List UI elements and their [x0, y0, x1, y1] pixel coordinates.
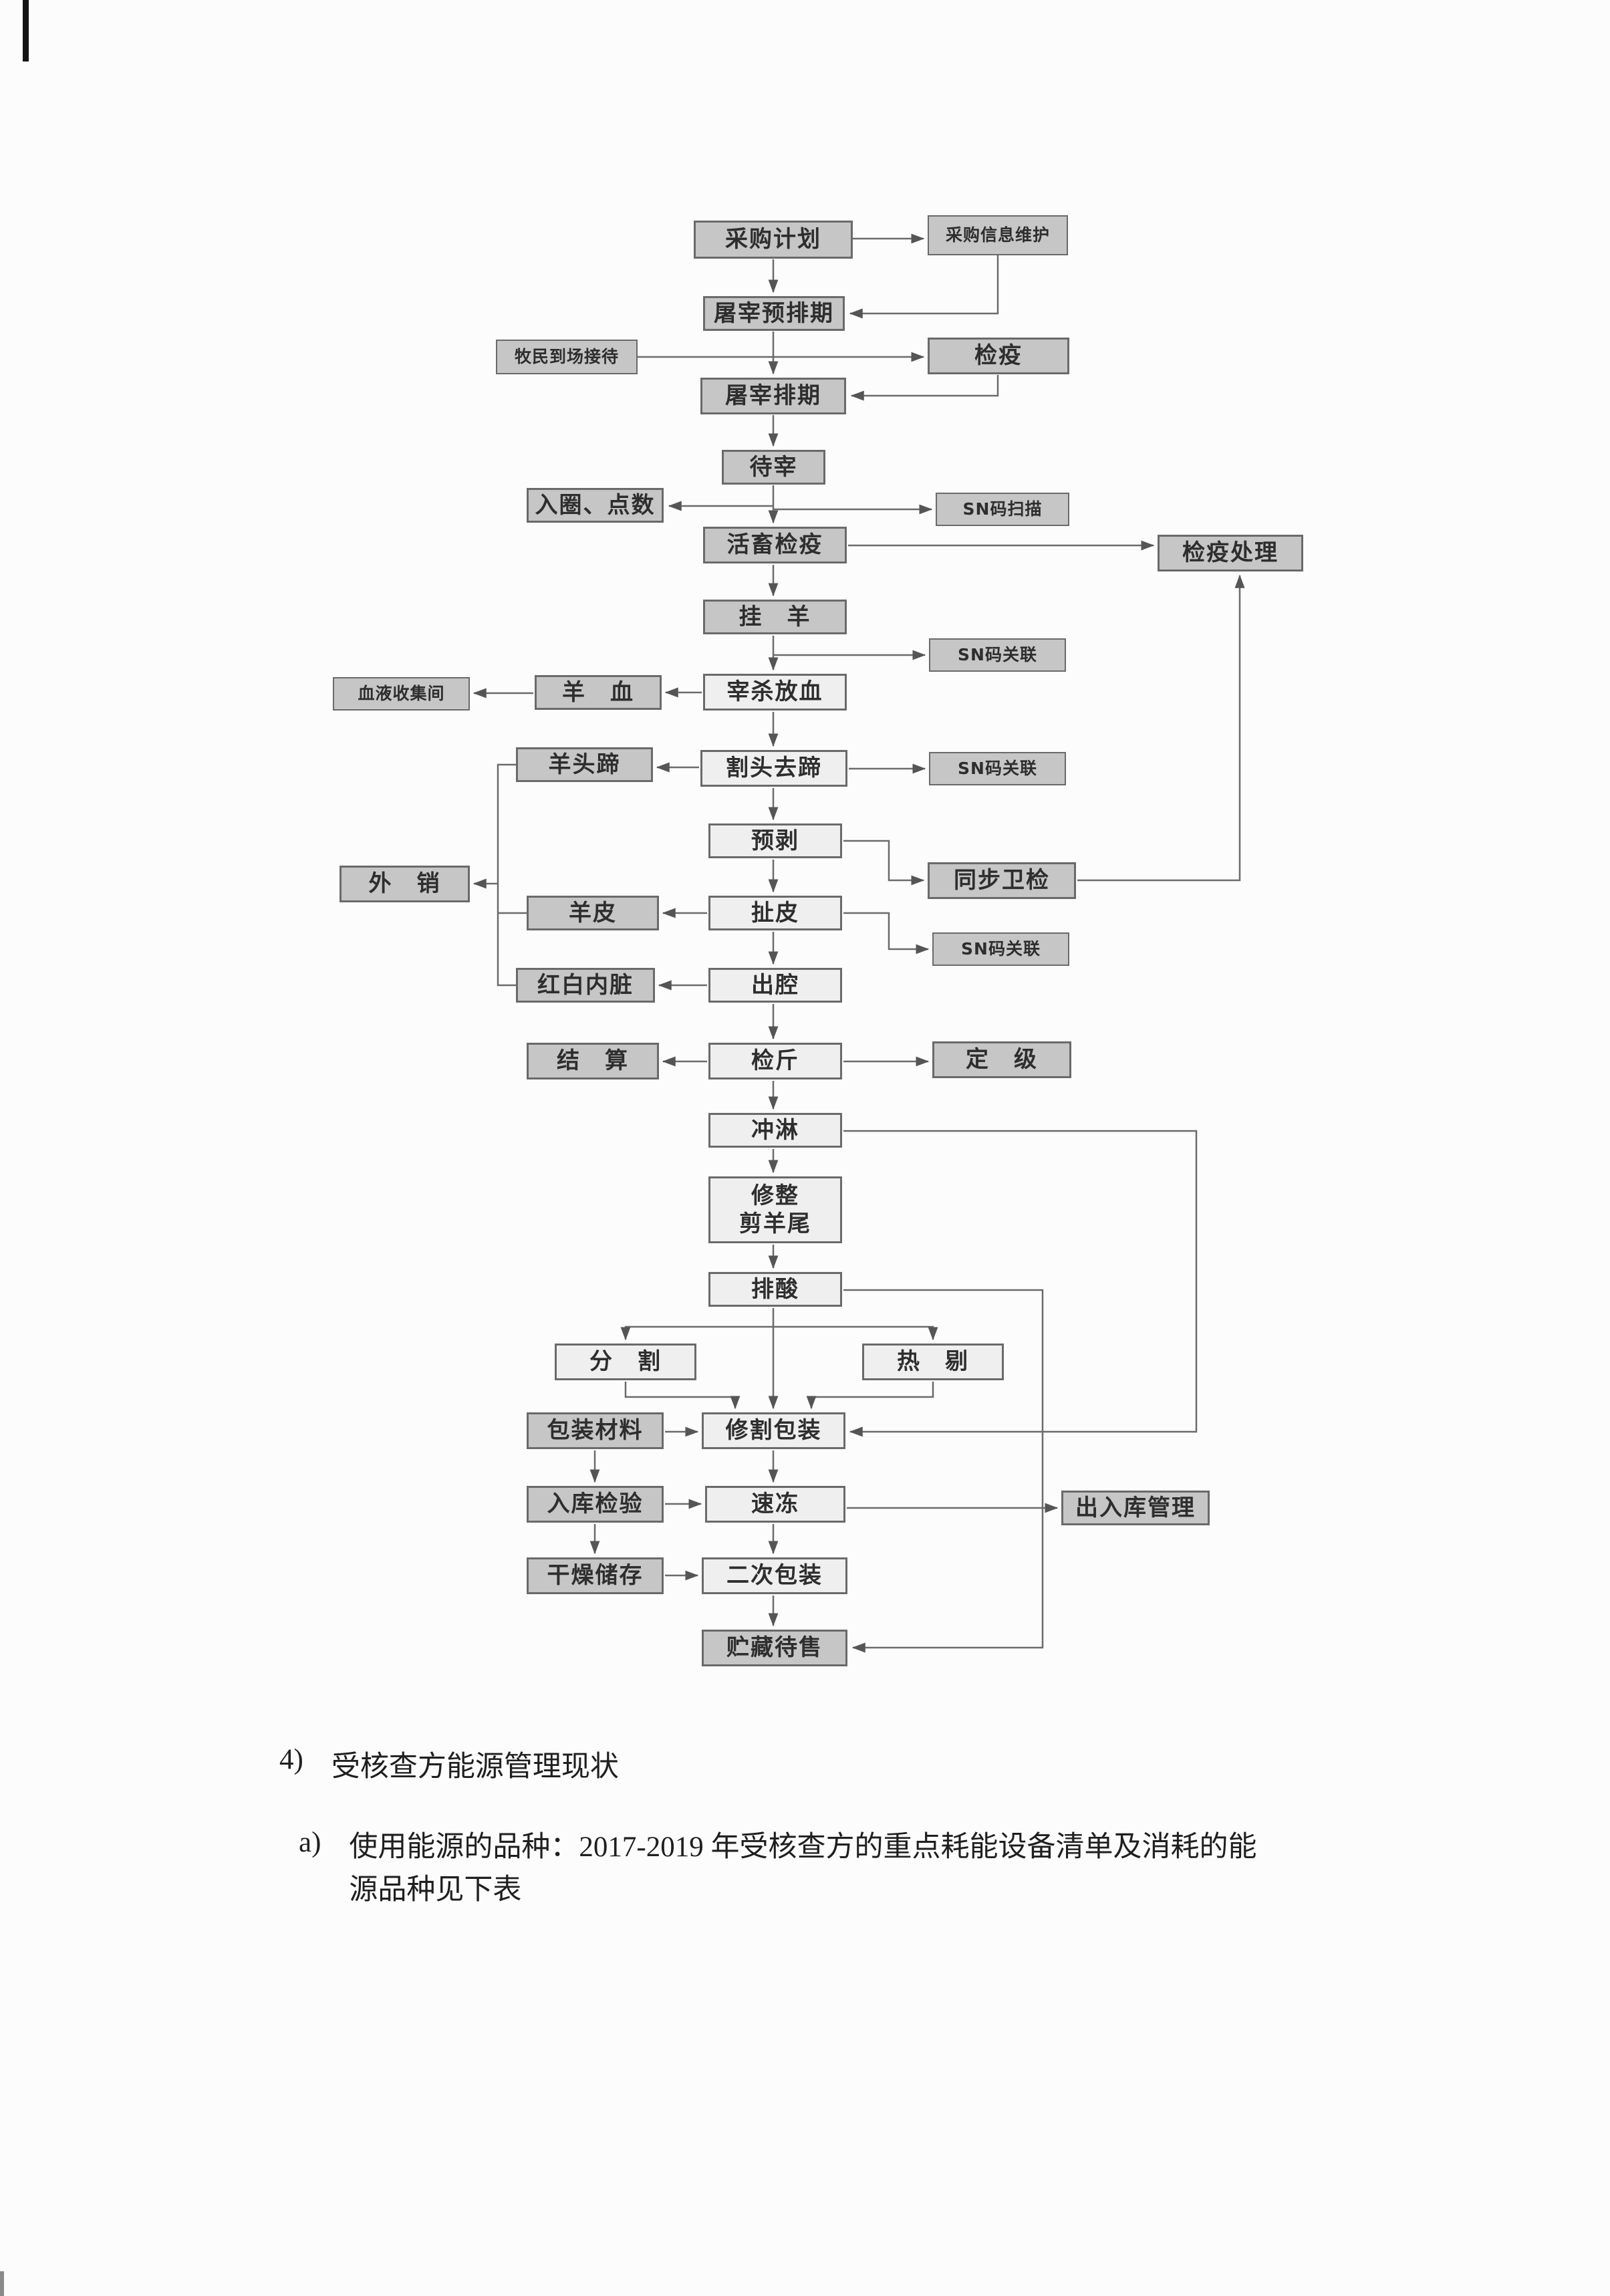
- flow-node-quarantine: 检疫: [928, 338, 1069, 374]
- connector-preskinning-to-sync: [843, 840, 925, 886]
- list-item-a-text: 使用能源的品种：2017-2019 年受核查方的重点耗能设备清单及消耗的能 源品…: [349, 1826, 1256, 1912]
- flow-node-acid-discharge: 排酸: [708, 1272, 842, 1307]
- connector-quarantine-to-schedule: [850, 375, 999, 401]
- flow-node-sn-code-link-1: SN码关联: [929, 638, 1066, 672]
- flow-node-procurement-info: 采购信息维护: [928, 215, 1068, 255]
- connector-sync-to-treatment: [1077, 574, 1245, 882]
- connector-rinsing-bypass-to-packaging: [843, 1130, 1198, 1437]
- flow-node-rinsing: 冲淋: [708, 1113, 842, 1148]
- connector-cutting-to-packaging: [624, 1382, 741, 1410]
- flow-node-sheepskin: 羊皮: [527, 896, 659, 930]
- flow-node-herdsman-arrival: 牧民到场接待: [496, 340, 638, 374]
- flow-node-pre-skinning: 预剥: [708, 823, 842, 858]
- flow-node-packaging-material: 包装材料: [527, 1412, 664, 1449]
- list-item-a: a) 使用能源的品种：2017-2019 年受核查方的重点耗能设备清单及消耗的能…: [299, 1826, 1256, 1912]
- flow-node-dry-storage: 干燥储存: [527, 1557, 664, 1594]
- connector-skinning-to-sn-link-3: [843, 912, 930, 954]
- flow-node-sn-code-link-2: SN码关联: [929, 752, 1066, 785]
- flow-node-synchronous-inspection: 同步卫检: [928, 862, 1076, 899]
- section-number: 4): [279, 1744, 303, 1775]
- flow-node-storage-for-sale: 贮藏待售: [702, 1630, 847, 1666]
- flow-node-procurement-plan: 采购计划: [694, 221, 853, 259]
- flow-node-secondary-packaging: 二次包装: [702, 1557, 847, 1594]
- flow-node-external-sales: 外 销: [340, 866, 470, 902]
- flow-node-slaughter-preschedule: 屠宰预排期: [703, 296, 845, 331]
- flow-node-grading: 定 级: [932, 1041, 1071, 1078]
- list-item-a-line1: 使用能源的品种：2017-2019 年受核查方的重点耗能设备清单及消耗的能: [349, 1831, 1257, 1863]
- scan-artifact: [23, 0, 29, 61]
- flow-node-evisceration: 出腔: [708, 968, 842, 1003]
- flow-node-weighing: 检斤: [708, 1043, 842, 1079]
- flow-node-red-white-offal: 红白内脏: [516, 968, 655, 1003]
- connector-acid-bypass-to-storage: [843, 1289, 1044, 1653]
- flow-node-skinning: 扯皮: [708, 896, 842, 930]
- flow-node-hot-deboning: 热 剔: [862, 1344, 1004, 1380]
- flow-node-cutting: 分 割: [555, 1344, 696, 1380]
- section-title: 受核查方能源管理现状: [331, 1751, 619, 1783]
- connector-info-to-preschedule: [849, 255, 999, 319]
- flow-node-awaiting-slaughter: 待宰: [722, 450, 825, 485]
- connector-external-rail: [497, 763, 516, 987]
- list-item-a-marker: a): [299, 1827, 321, 1858]
- connector-hot-deboning-to-packaging: [806, 1382, 934, 1410]
- section-heading: 4) 受核查方能源管理现状: [279, 1743, 619, 1785]
- list-item-a-line2: 源品种见下表: [349, 1874, 522, 1906]
- flow-node-settlement: 结 算: [527, 1043, 659, 1079]
- flow-node-sn-code-scan: SN码扫描: [936, 493, 1069, 526]
- flow-node-blood-collection-room: 血液收集间: [333, 677, 470, 711]
- flow-node-warehouse-inspection: 入库检验: [527, 1486, 664, 1523]
- flow-node-sheep-head-hooves: 羊头蹄: [516, 747, 653, 782]
- connector-acid-to-hot-deboning: [773, 1325, 938, 1341]
- flow-node-sheep-blood: 羊 血: [535, 675, 662, 710]
- flow-node-trimming-packaging: 修割包装: [702, 1412, 845, 1449]
- flow-node-sheep-hanging: 挂 羊: [703, 600, 847, 634]
- flow-node-live-animal-quarantine: 活畜检疫: [703, 527, 847, 563]
- flow-node-behead-dehoof: 割头去蹄: [700, 750, 847, 787]
- scan-artifact: [0, 2271, 4, 2296]
- flow-node-warehouse-io-management: 出入库管理: [1061, 1491, 1210, 1525]
- flow-node-trimming-tail-cutting: 修整 剪羊尾: [708, 1176, 842, 1243]
- flow-node-quarantine-treatment: 检疫处理: [1158, 535, 1303, 571]
- flow-node-slaughter-bleeding: 宰杀放血: [703, 674, 847, 711]
- flow-node-pen-in-count: 入圈、点数: [527, 488, 664, 523]
- flow-node-sn-code-link-3: SN码关联: [932, 932, 1069, 966]
- flow-node-quick-freezing: 速冻: [705, 1486, 845, 1523]
- flow-node-slaughter-schedule: 屠宰排期: [700, 378, 846, 414]
- connector-acid-to-cutting: [620, 1325, 773, 1341]
